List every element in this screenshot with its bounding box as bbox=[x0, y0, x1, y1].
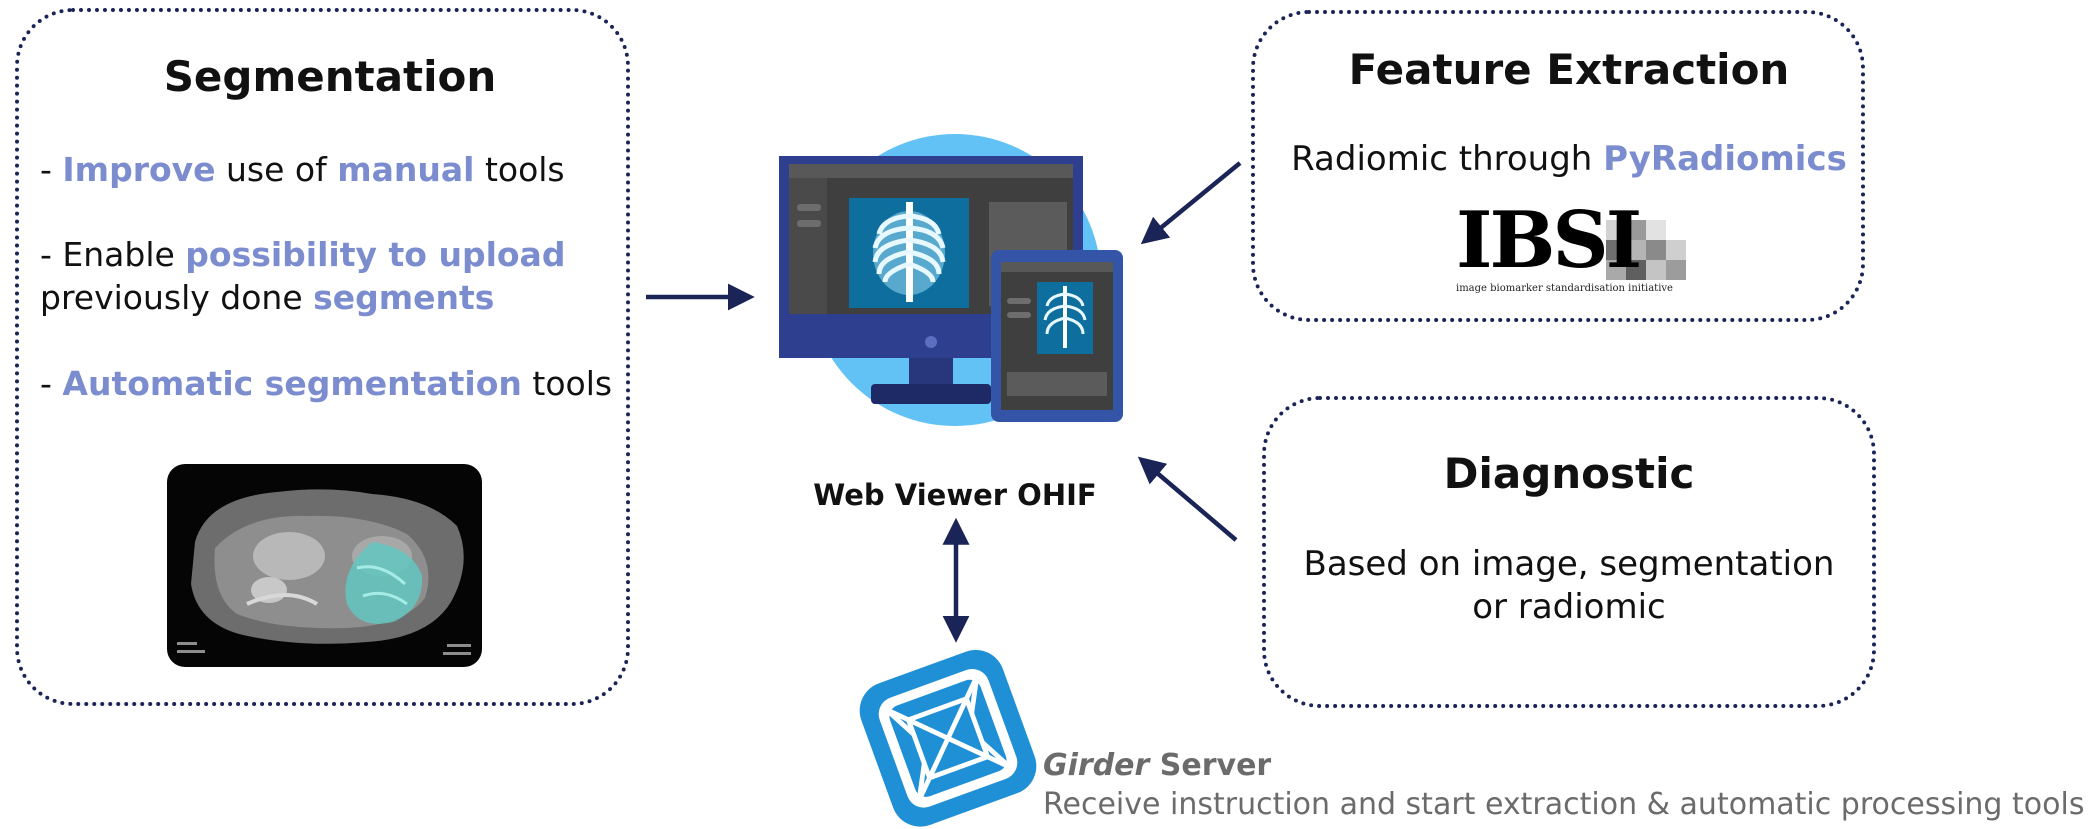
ibsi-logo-subtitle: image biomarker standardisation initiati… bbox=[1456, 283, 1673, 294]
ibsi-logo-text: IBSI bbox=[1456, 195, 1642, 286]
bullet-3-suffix: tools bbox=[521, 364, 613, 403]
web-viewer-label: Web Viewer OHIF bbox=[813, 478, 1097, 512]
bullet-3-highlight-automatic: Automatic segmentation bbox=[62, 364, 522, 403]
arrow-feature-to-viewer bbox=[1140, 161, 1242, 245]
segmentation-bullet-3: - Automatic segmentation tools bbox=[40, 362, 612, 405]
diagnostic-line-1: Based on image, segmentation bbox=[1303, 544, 1835, 584]
girder-logo-icon bbox=[859, 649, 1037, 827]
feature-extraction-text: Radiomic through PyRadiomics bbox=[1251, 138, 1887, 181]
mri-scan-image bbox=[167, 464, 482, 667]
bullet-3-prefix: - bbox=[40, 364, 63, 403]
radiomic-through-text: Radiomic through bbox=[1291, 139, 1604, 179]
bullet-2-prefix: - Enable bbox=[40, 235, 186, 274]
ibsi-pixel-mark bbox=[1606, 220, 1686, 280]
girder-server-description: Receive instruction and start extraction… bbox=[1043, 787, 2085, 822]
girder-server-name: Girder Server bbox=[1043, 747, 1271, 785]
feature-extraction-box bbox=[1251, 10, 1865, 322]
feature-extraction-title: Feature Extraction bbox=[1348, 45, 1790, 94]
diagnostic-title: Diagnostic bbox=[1443, 449, 1695, 498]
girder-name-rest: Server bbox=[1149, 748, 1272, 783]
bullet-2-line2: previously done bbox=[40, 278, 314, 317]
segmentation-title: Segmentation bbox=[163, 52, 497, 101]
bullet-1-mid: use of bbox=[215, 150, 338, 189]
segmentation-box bbox=[15, 8, 630, 706]
bullet-2-highlight-upload: possibility to upload bbox=[185, 235, 566, 274]
bullet-1-highlight-improve: Improve bbox=[62, 150, 216, 189]
bullet-1-highlight-manual: manual bbox=[337, 150, 475, 189]
girder-name-italic: Girder bbox=[1043, 748, 1150, 783]
diagnostic-box bbox=[1262, 396, 1876, 708]
segmentation-bullet-2: - Enable possibility to upload bbox=[40, 233, 565, 276]
arrow-diagnostic-to-viewer bbox=[1137, 456, 1238, 542]
diagnostic-line-2: or radiomic bbox=[1472, 587, 1666, 627]
tablet-icon bbox=[991, 250, 1123, 422]
monitor-icon bbox=[779, 156, 1083, 404]
web-viewer-illustration bbox=[779, 134, 1123, 426]
bullet-2-highlight-segments: segments bbox=[313, 278, 495, 317]
ibsi-logo: IBSI image biomarker standardisation ini… bbox=[1456, 200, 1692, 298]
segmentation-bullet-2-continued: previously done segments bbox=[40, 276, 494, 319]
bullet-1-prefix: - bbox=[40, 150, 63, 189]
pyradiomics-highlight: PyRadiomics bbox=[1603, 139, 1847, 179]
bullet-1-suffix: tools bbox=[474, 150, 565, 189]
segmentation-bullet-1: - Improve use of manual tools bbox=[40, 148, 565, 191]
